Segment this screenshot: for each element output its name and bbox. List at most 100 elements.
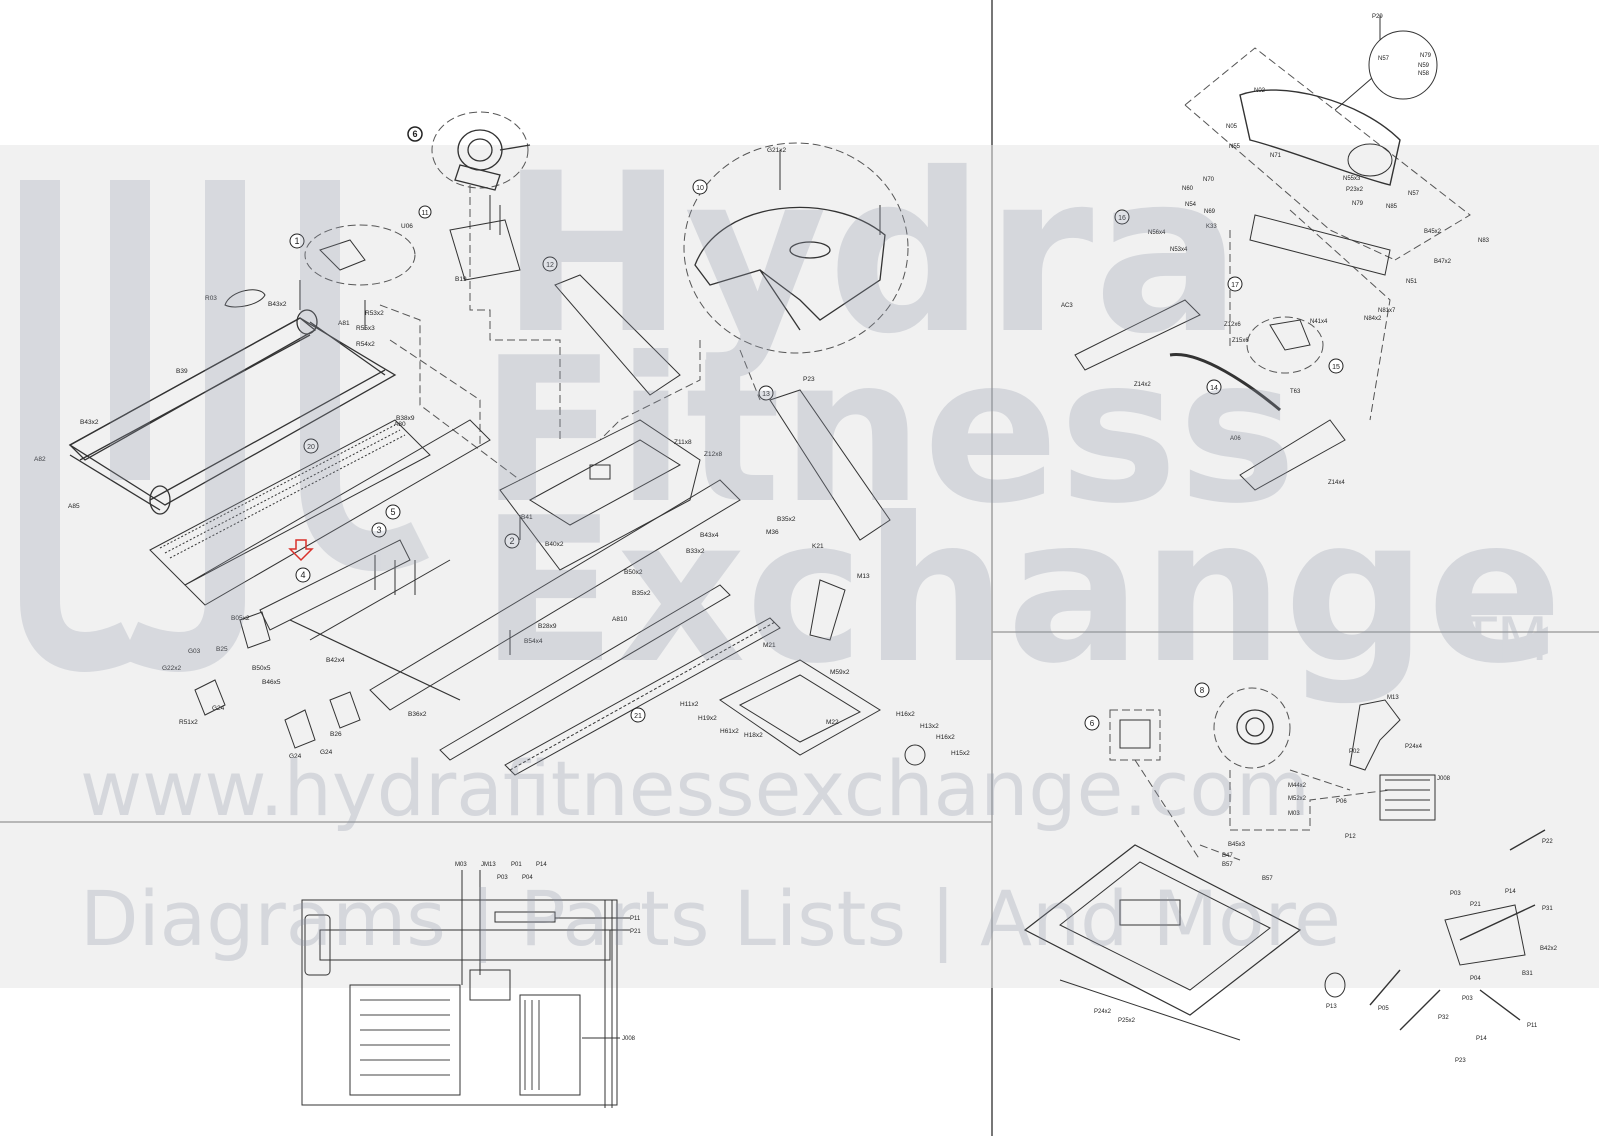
callout: M22	[826, 719, 839, 726]
callout: P04	[1470, 976, 1481, 982]
callout: R55x3	[356, 325, 375, 332]
callout: H61x2	[720, 728, 739, 735]
callout: M13	[857, 573, 870, 580]
callout: P05	[1378, 1006, 1389, 1012]
svg-text:12: 12	[546, 262, 554, 269]
callout: Z14x2	[1134, 382, 1151, 388]
elevation-assembly	[719, 579, 926, 766]
callout: N41x4	[1310, 319, 1328, 325]
part-tag-6: 6	[1084, 715, 1100, 731]
svg-text:2: 2	[509, 536, 514, 546]
watermark-brand-word-1: Hydra	[500, 126, 1242, 382]
watermark-logo-mark	[19, 180, 429, 672]
detail-magnifier-circle	[1368, 30, 1438, 100]
callout: B33x2	[686, 548, 705, 555]
transformer	[519, 994, 581, 1096]
callout: P06	[1336, 799, 1347, 805]
callout: N55	[1229, 144, 1241, 150]
callout: P31	[1542, 906, 1553, 912]
right-frame-rail	[369, 479, 741, 711]
callout: JM13	[481, 862, 496, 868]
callout: N53x4	[1170, 247, 1188, 253]
bottom-right-callout-labels: M13 P02 P24x4 J008 M44x2 M52x2 M03 P06 P…	[1094, 695, 1558, 1064]
callout: A06	[1230, 436, 1241, 442]
svg-text:20: 20	[307, 444, 315, 451]
watermark-brand-word-3: Exchange	[480, 475, 1563, 708]
callout: B35x2	[632, 590, 651, 597]
callout: R03	[205, 295, 217, 302]
callout: A85	[68, 503, 80, 510]
svg-text:14: 14	[1210, 385, 1218, 392]
drive-motor	[454, 129, 531, 191]
callout: B54x4	[524, 638, 543, 645]
svg-text:5: 5	[390, 507, 395, 517]
watermark-trademark: TM	[1459, 605, 1548, 675]
wire-harness	[1369, 829, 1546, 1031]
watermark: Hydra Fitness Exchange TM www.hydrafitne…	[80, 126, 1563, 964]
callout: P23x2	[1346, 187, 1364, 193]
callout: B26	[330, 731, 342, 738]
callout: N54	[1185, 202, 1197, 208]
part-tag-5: 5	[385, 504, 401, 520]
callout: Z12x8	[704, 451, 722, 458]
callout: G24	[212, 705, 225, 712]
callout: B46x5	[262, 679, 281, 686]
left-frame-rail	[184, 419, 491, 606]
svg-text:11: 11	[421, 210, 428, 217]
callout: N57	[1408, 191, 1420, 197]
callout: B50x2	[624, 569, 643, 576]
watermark-brand-word-2: Fitness	[480, 315, 1297, 548]
callout: N55x3	[1343, 176, 1361, 182]
top-right-callout-labels: P29 N79 N57 N59 N58 N02 N05 N55 N71 N60 …	[1061, 14, 1490, 486]
callout: B57	[1222, 862, 1233, 868]
callout: P03	[1450, 891, 1461, 897]
callout: N69	[1204, 209, 1216, 215]
callout: N83	[1478, 238, 1490, 244]
red-pointer-arrow-icon	[288, 539, 314, 562]
upright-panel	[554, 274, 681, 396]
console-housing	[1239, 89, 1401, 186]
watermark-band	[0, 145, 1599, 988]
callout: B38x9	[396, 415, 415, 422]
callout: N70	[1203, 177, 1215, 183]
part-tag-8: 8	[1194, 682, 1210, 698]
svg-text:10: 10	[696, 185, 704, 192]
callout: H16x2	[896, 711, 915, 718]
callout: B42x4	[326, 657, 345, 664]
callout: B39	[176, 368, 188, 375]
callout: P29	[1372, 14, 1383, 20]
callout: P03	[1462, 996, 1473, 1002]
running-belt	[68, 317, 397, 515]
svg-text:6: 6	[412, 129, 417, 139]
part-tag-12: 12	[542, 256, 558, 272]
callout: Z15x6	[1232, 338, 1249, 344]
motor-detail	[1236, 709, 1274, 745]
callout: P11	[630, 916, 641, 922]
callout: P23	[803, 376, 815, 383]
callout: G21x2	[767, 147, 787, 154]
callout: U06	[401, 223, 413, 230]
motor-controller-board	[349, 984, 461, 1096]
main-part-tags: 6 1 10 11 12 13 20 2 3 4 5 21	[289, 126, 774, 723]
callout: M03	[455, 862, 467, 868]
callout: N60	[1182, 186, 1194, 192]
callout: M59x2	[830, 669, 850, 676]
svg-text:15: 15	[1332, 364, 1340, 371]
callout: P32	[1438, 1015, 1449, 1021]
callout: G03	[188, 648, 201, 655]
callout: N56x4	[1148, 230, 1166, 236]
callout: N71	[1270, 153, 1282, 159]
bottom-right-view	[1023, 687, 1546, 1041]
callout: H19x2	[698, 715, 717, 722]
upright-column	[769, 389, 891, 541]
side-rails	[439, 584, 781, 776]
callout: P12	[1345, 834, 1356, 840]
callout: B31	[1522, 971, 1533, 977]
watermark-url: www.hydrafitnessexchange.com	[80, 744, 1310, 833]
callout: B25	[216, 646, 228, 653]
callout: N51	[1406, 279, 1418, 285]
callout: A810	[612, 616, 628, 623]
callout: J008	[622, 1036, 636, 1042]
svg-text:4: 4	[300, 570, 305, 580]
callout: P22	[1542, 839, 1553, 845]
